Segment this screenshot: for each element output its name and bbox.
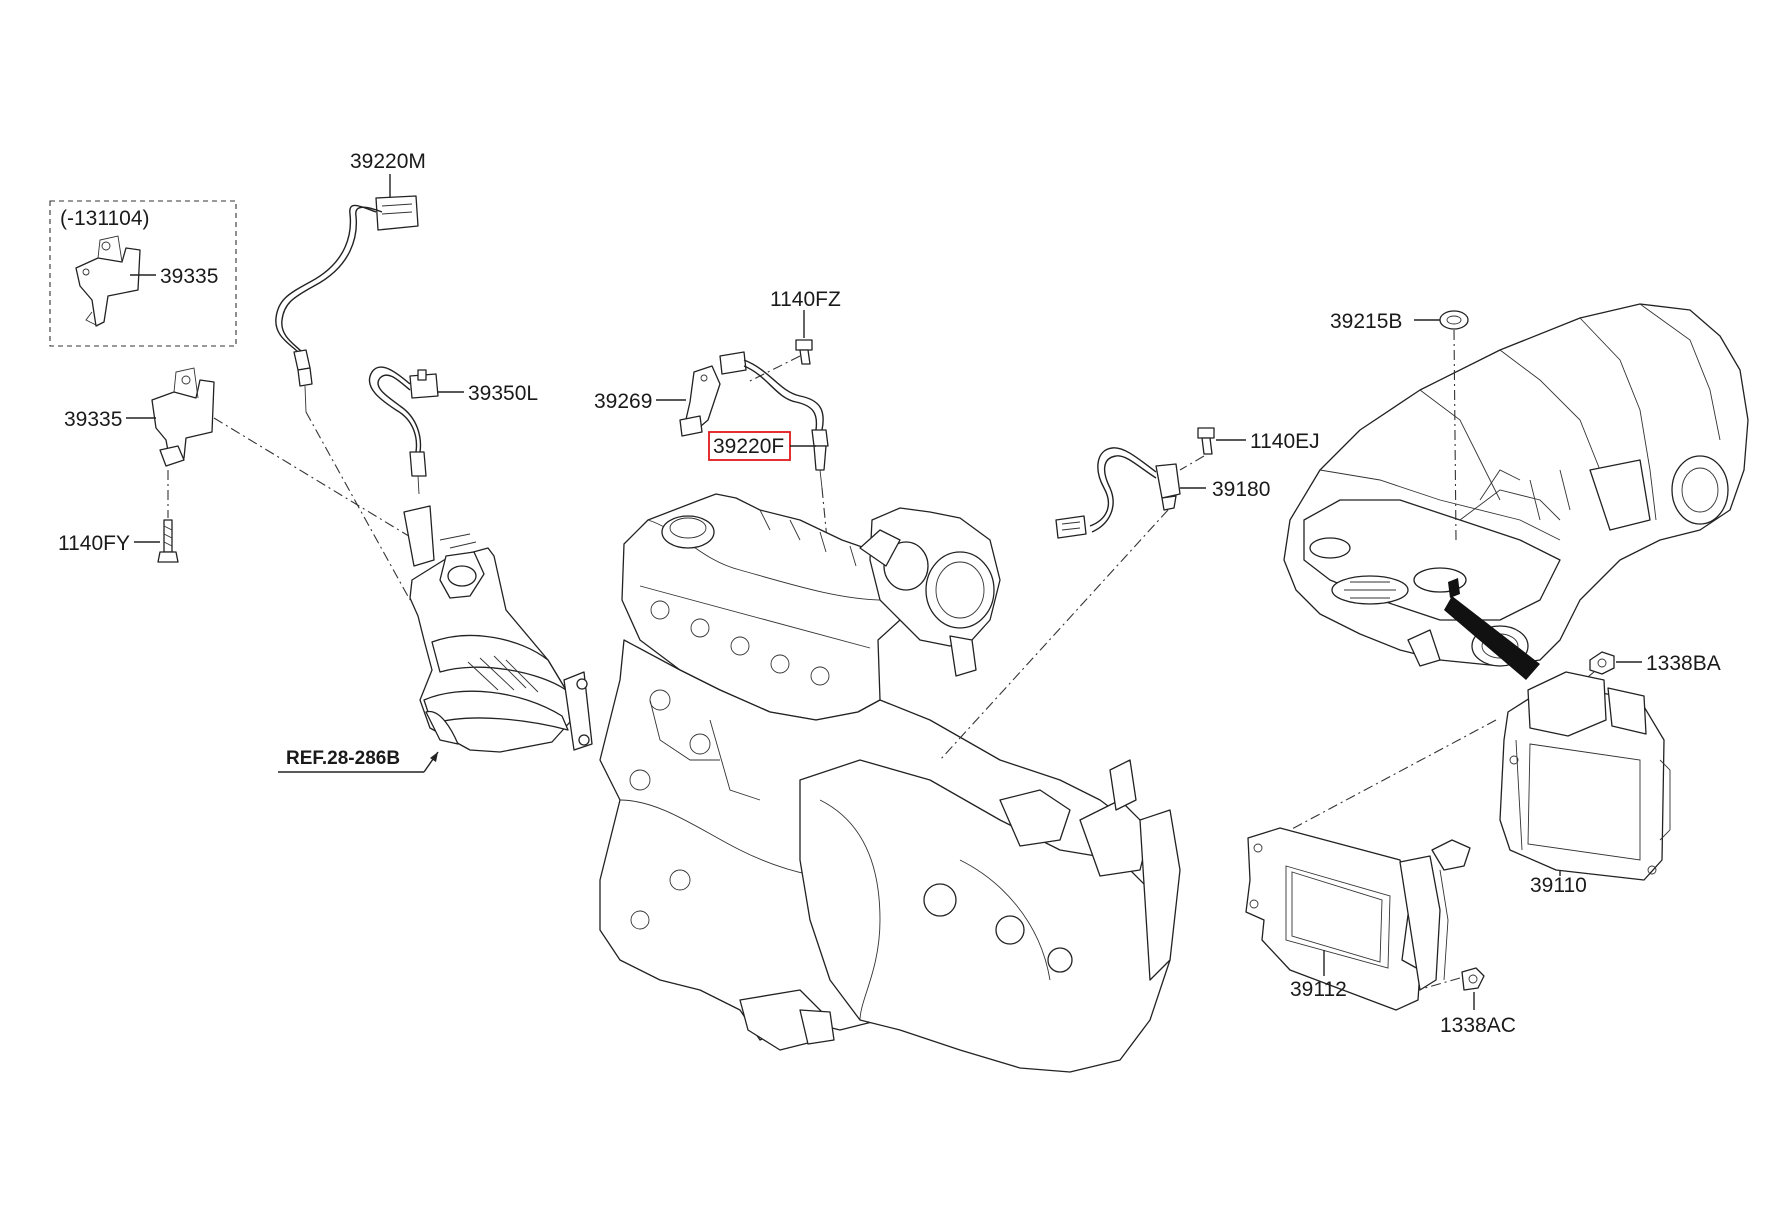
label-1140FY[interactable]: 1140FY: [58, 532, 130, 555]
sensor-39220F[interactable]: [719, 351, 829, 489]
label-39335[interactable]: 39335: [64, 408, 122, 431]
bolt-1140EJ[interactable]: [1197, 427, 1215, 455]
label-1338AC[interactable]: 1338AC: [1440, 1014, 1516, 1037]
sensor-39180[interactable]: [1055, 447, 1181, 539]
inset-box: [49, 200, 237, 347]
sensor-39350L[interactable]: [368, 366, 439, 495]
label-1140FZ[interactable]: 1140FZ: [770, 288, 841, 311]
label-39112[interactable]: 39112: [1290, 978, 1347, 1001]
grommet-39215B[interactable]: [1439, 310, 1469, 330]
label-131104[interactable]: (-131104): [60, 207, 150, 230]
bracket-39335[interactable]: [151, 367, 215, 467]
label-39110[interactable]: 39110: [1530, 874, 1587, 897]
bolt-1140FY[interactable]: [157, 519, 179, 563]
ecu-39110[interactable]: [1499, 671, 1671, 881]
label-39220M[interactable]: 39220M: [350, 150, 426, 173]
sensor-39220M[interactable]: [275, 195, 419, 413]
bracket-39335-inset[interactable]: [75, 235, 141, 327]
bolt-1338AC[interactable]: [1461, 967, 1485, 991]
label-39180[interactable]: 39180: [1212, 478, 1270, 501]
bracket-39112[interactable]: [1245, 827, 1471, 1011]
vehicle-illustration[interactable]: [1283, 303, 1749, 680]
bracket-39269[interactable]: [679, 365, 721, 437]
nut-1338BA[interactable]: [1589, 651, 1615, 675]
label-1140EJ[interactable]: 1140EJ: [1250, 430, 1320, 453]
bolt-1140FZ[interactable]: [795, 339, 813, 365]
label-39215B[interactable]: 39215B: [1330, 310, 1402, 333]
catalytic-converter[interactable]: [403, 505, 593, 753]
label-39350L[interactable]: 39350L: [468, 382, 538, 405]
label-1338BA[interactable]: 1338BA: [1646, 652, 1721, 675]
engine-assembly[interactable]: [599, 493, 1181, 1073]
label-ref-28-286B[interactable]: REF.28-286B: [286, 748, 400, 769]
label-39335-inset[interactable]: 39335: [160, 265, 218, 288]
label-39220F[interactable]: 39220F: [713, 435, 784, 458]
label-39269[interactable]: 39269: [594, 390, 652, 413]
